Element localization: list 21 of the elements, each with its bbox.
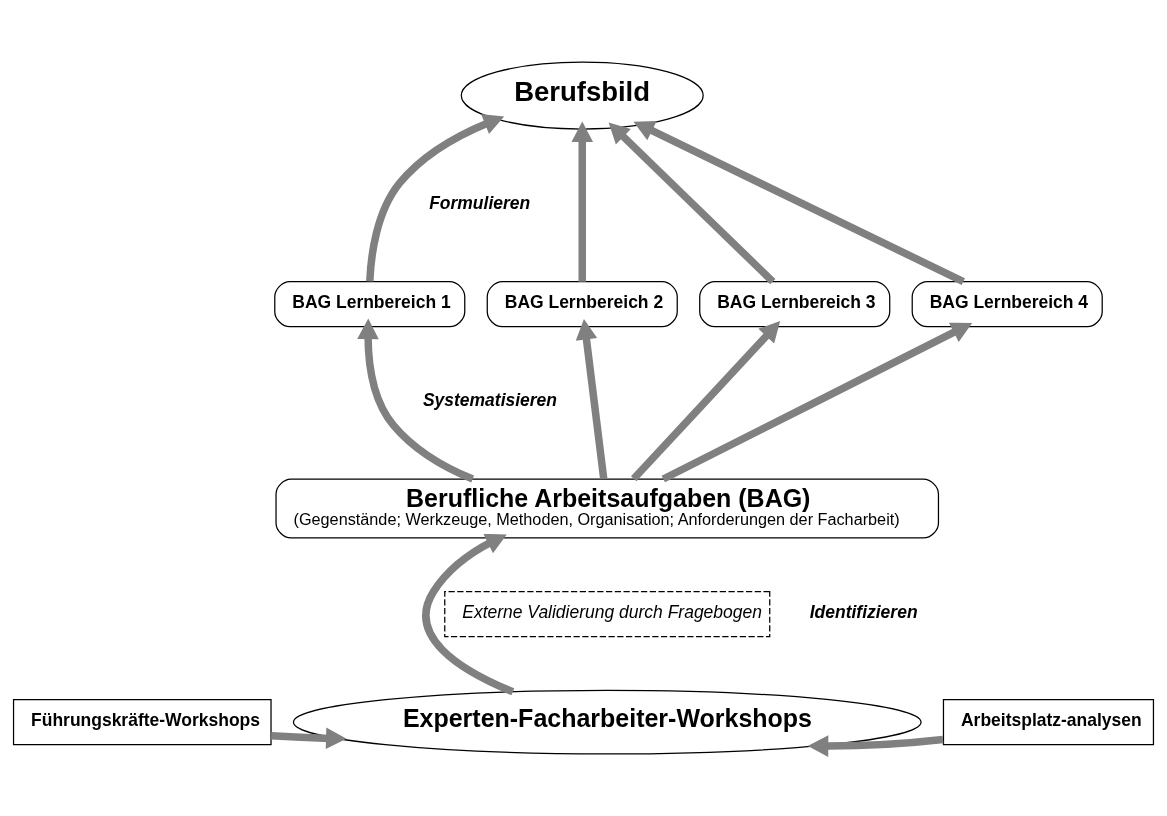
label: Systematisieren (422, 390, 558, 411)
node-box: BAG Lernbereich 4 (911, 281, 1103, 328)
node-box: Führungskräfte-Workshops (12, 699, 272, 746)
arrow (422, 533, 515, 696)
node-box: Arbeitsplatz-analysen (942, 699, 1155, 746)
label: Identifizieren (809, 601, 918, 622)
arrow (575, 318, 608, 480)
node-box: BAG Lernbereich 2 (486, 281, 678, 328)
arrow (357, 318, 475, 483)
arrow (271, 727, 347, 750)
arrow (630, 321, 781, 482)
arrow (608, 122, 776, 285)
node-ellipse: Berufsbild (460, 61, 704, 130)
node-box: Externe Validierung durch Fragebogen (444, 591, 771, 638)
label: Formulieren (429, 192, 531, 213)
arrow (661, 322, 973, 483)
node-box: Berufliche Arbeitsaufgaben (BAG) (Gegenstände; Werkzeuge, Methoden, Organisation; Anforderungen der Facharbeit) (275, 478, 940, 539)
arrow (807, 735, 944, 757)
node-box: BAG Lernbereich 1 (274, 281, 466, 328)
arrow (633, 120, 965, 285)
node-box: BAG Lernbereich 3 (699, 281, 891, 328)
